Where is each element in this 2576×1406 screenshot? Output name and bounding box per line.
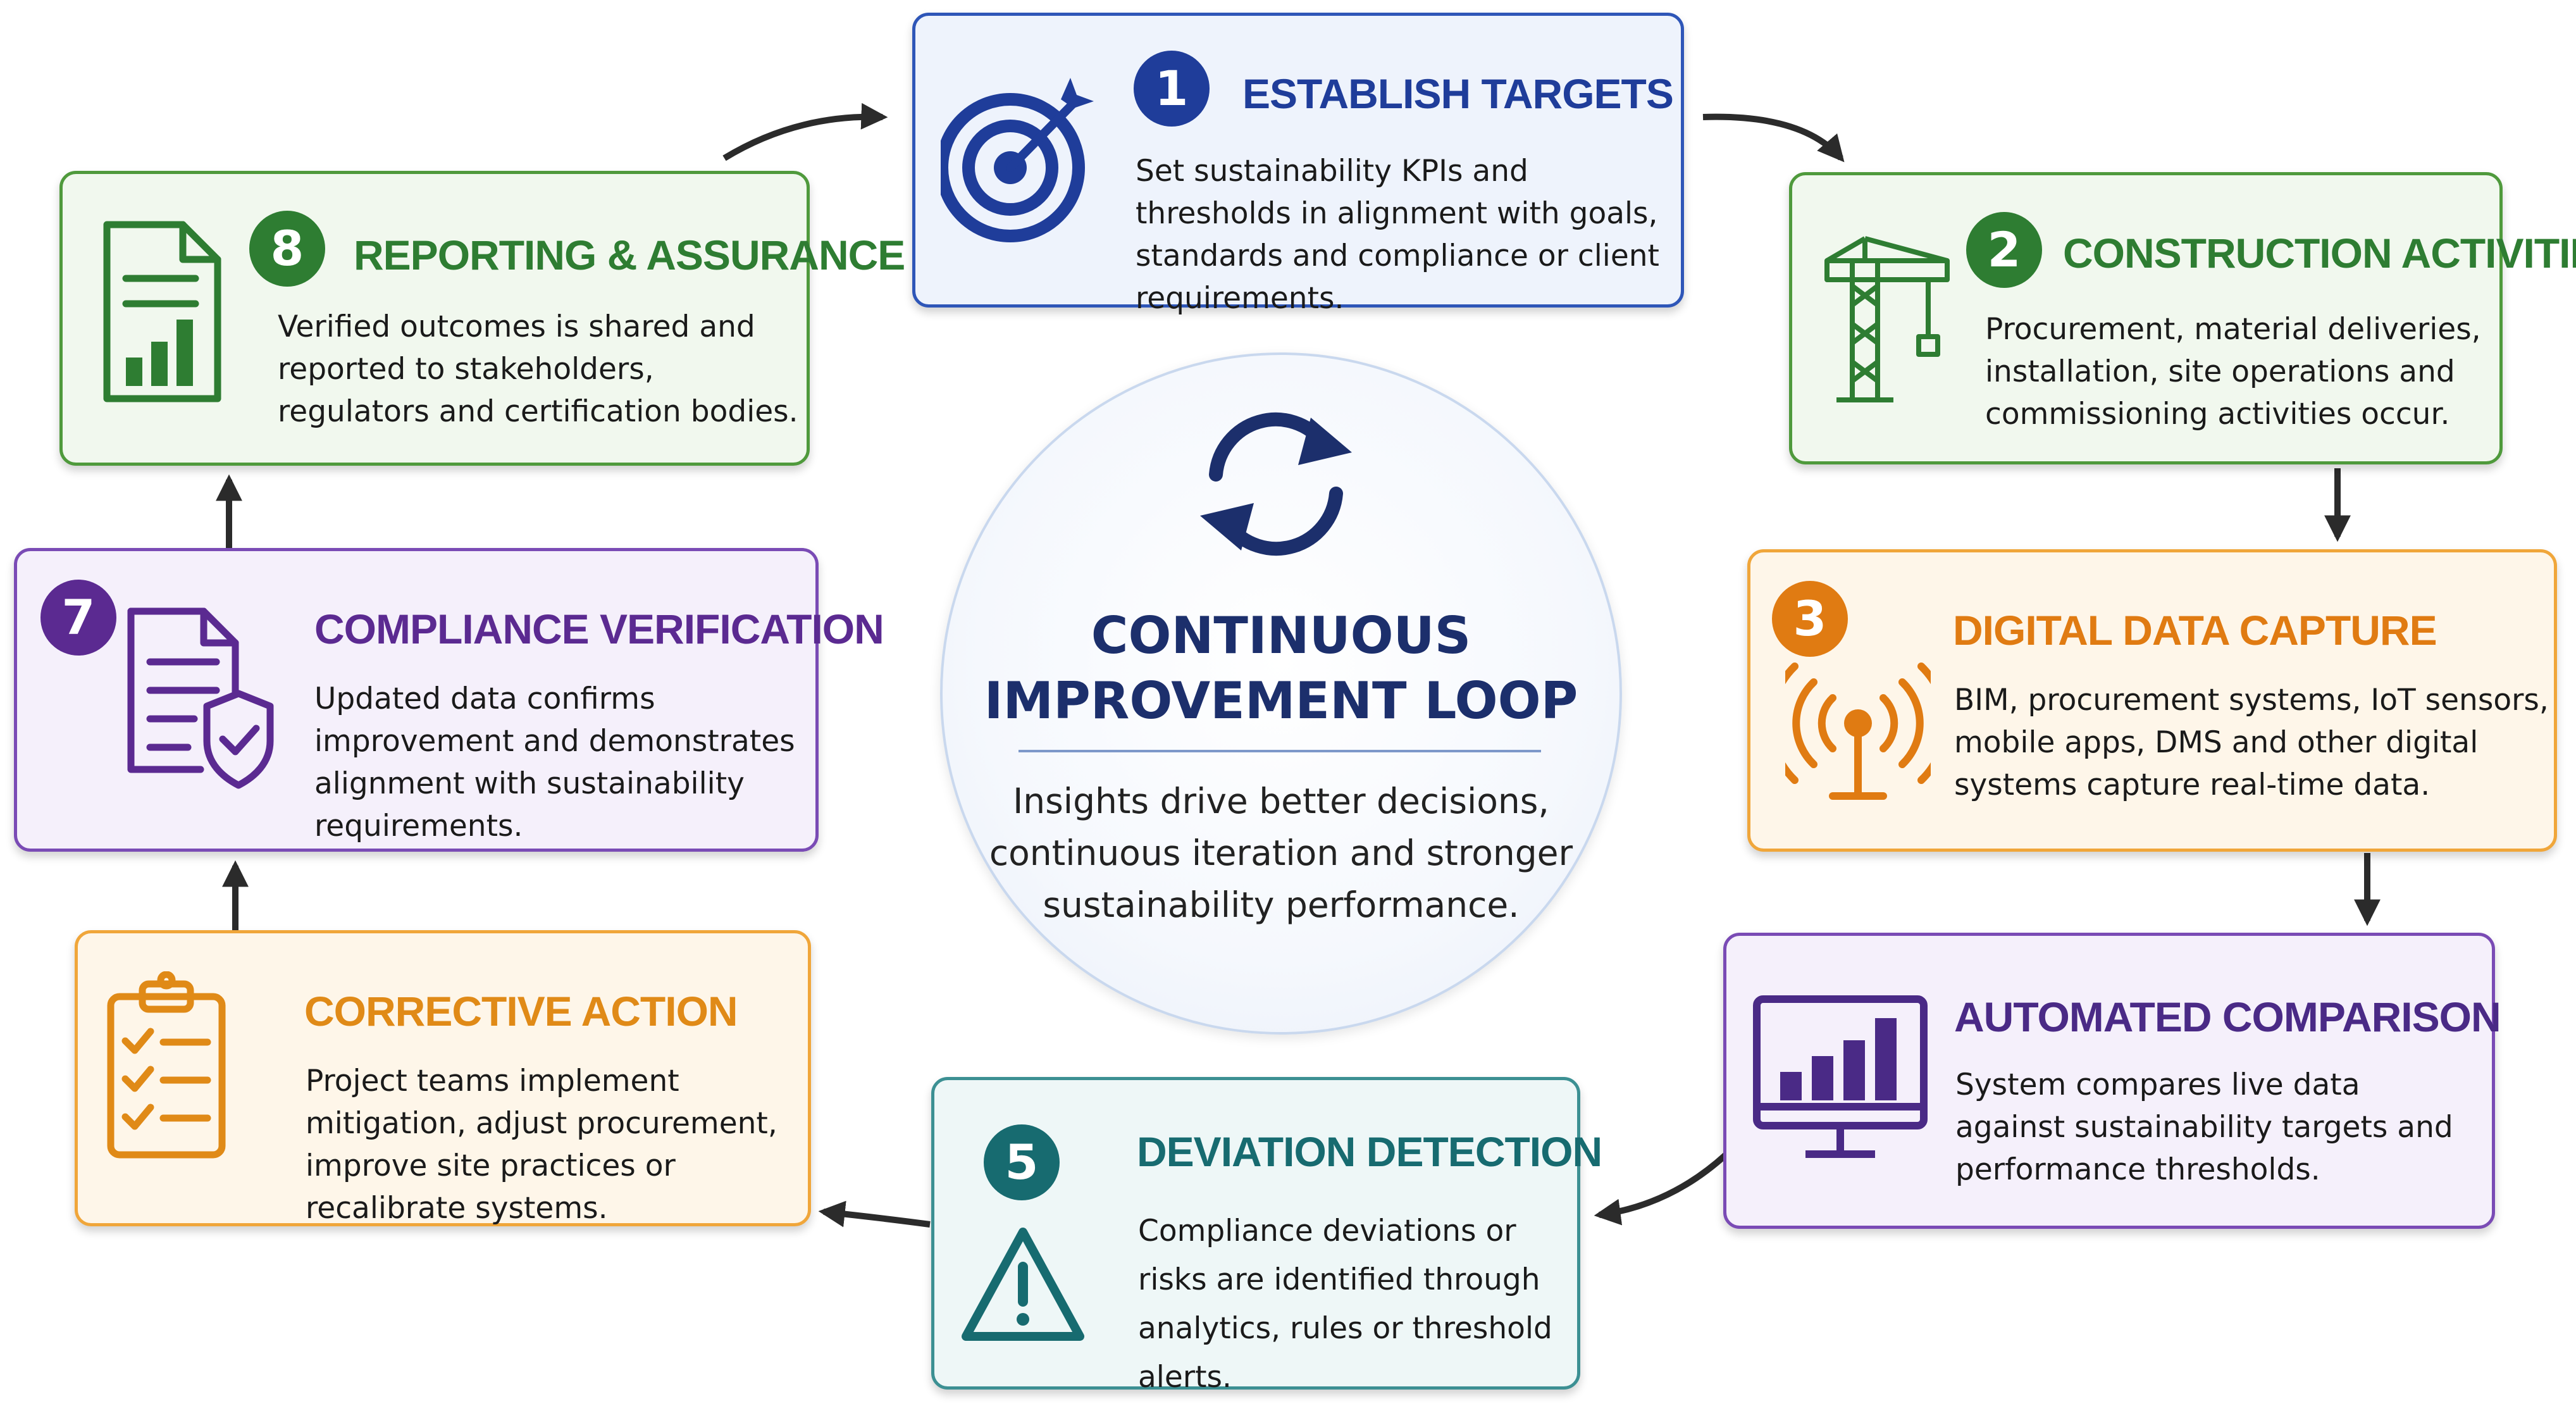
step-1-badge: 1 [1134, 51, 1210, 127]
step-3-box: 3 DIGITAL DATA CAPTURE BIM, procurement … [1747, 549, 2557, 852]
step-7-description: Updated data confirms improvement and de… [314, 681, 795, 843]
center-loop-circle [940, 352, 1622, 1035]
report-chart-icon [103, 221, 221, 402]
step-5-badge: 5 [984, 1124, 1060, 1200]
step-3-badge: 3 [1772, 581, 1848, 657]
step-1-box: 1 ESTABLISH TARGETS Set sustainability K… [912, 13, 1684, 316]
warning-triangle-icon [962, 1228, 1084, 1341]
step-1-description: Set sustainability KPIs and thresholds i… [1136, 154, 1659, 316]
step-2-box: 2 CONSTRUCTION ACTIVITIES Procurement, m… [1789, 172, 2576, 464]
center-title-line-1: CONTINUOUS [1091, 606, 1471, 665]
step-1-title: ESTABLISH TARGETS [1242, 70, 1674, 117]
step-2-description: Procurement, material deliveries, instal… [1985, 312, 2481, 432]
step-5-title: DEVIATION DETECTION [1137, 1128, 1602, 1175]
center-description: Insights drive better decisions, continu… [989, 781, 1573, 925]
step-3-description: BIM, procurement systems, IoT sensors, m… [1954, 683, 2549, 802]
step-4-title: AUTOMATED COMPARISON [1954, 993, 2501, 1040]
step-7-badge: 7 [40, 580, 116, 656]
target-icon [941, 78, 1094, 242]
step-4-box: AUTOMATED COMPARISON System compares liv… [1723, 933, 2501, 1229]
step-8-description: Verified outcomes is shared and reported… [278, 309, 798, 429]
center-title-line-2: IMPROVEMENT LOOP [984, 671, 1578, 730]
step-4-description: System compares live data against sustai… [1955, 1067, 2453, 1187]
step-6-description: Project teams implement mitigation, adju… [306, 1064, 777, 1226]
step-7-box: 7 COMPLIANCE VERIFICATION Updated data c… [14, 548, 884, 852]
step-5-box: 5 DEVIATION DETECTION Compliance deviati… [931, 1077, 1602, 1395]
center-divider [1019, 750, 1541, 752]
step-6-title: CORRECTIVE ACTION [304, 988, 738, 1035]
monitor-chart-icon [1753, 995, 1928, 1158]
arrow-1-to-2 [1702, 113, 1845, 163]
step-8-badge: 8 [249, 211, 325, 287]
step-2-title: CONSTRUCTION ACTIVITIES [2063, 230, 2576, 277]
step-7-title: COMPLIANCE VERIFICATION [314, 606, 884, 652]
step-8-title: REPORTING & ASSURANCE [354, 232, 905, 278]
step-5-description: Compliance deviations or risks are ident… [1138, 1214, 1552, 1395]
step-8-box: 8 REPORTING & ASSURANCE Verified outcome… [59, 171, 905, 466]
arrow-8-to-1 [722, 103, 888, 161]
step-6-box: CORRECTIVE ACTION Project teams implemen… [75, 930, 811, 1226]
refresh-cycle-icon [1200, 412, 1352, 556]
arrow-5-to-6 [818, 1200, 931, 1228]
step-3-title: DIGITAL DATA CAPTURE [1953, 607, 2437, 654]
signal-antenna-icon [1785, 663, 1931, 800]
crane-icon [1824, 236, 1950, 402]
document-shield-icon [127, 607, 274, 789]
checklist-clipboard-icon [107, 971, 226, 1159]
arrow-4-to-5 [1594, 1152, 1728, 1226]
step-2-badge: 2 [1966, 212, 2042, 288]
